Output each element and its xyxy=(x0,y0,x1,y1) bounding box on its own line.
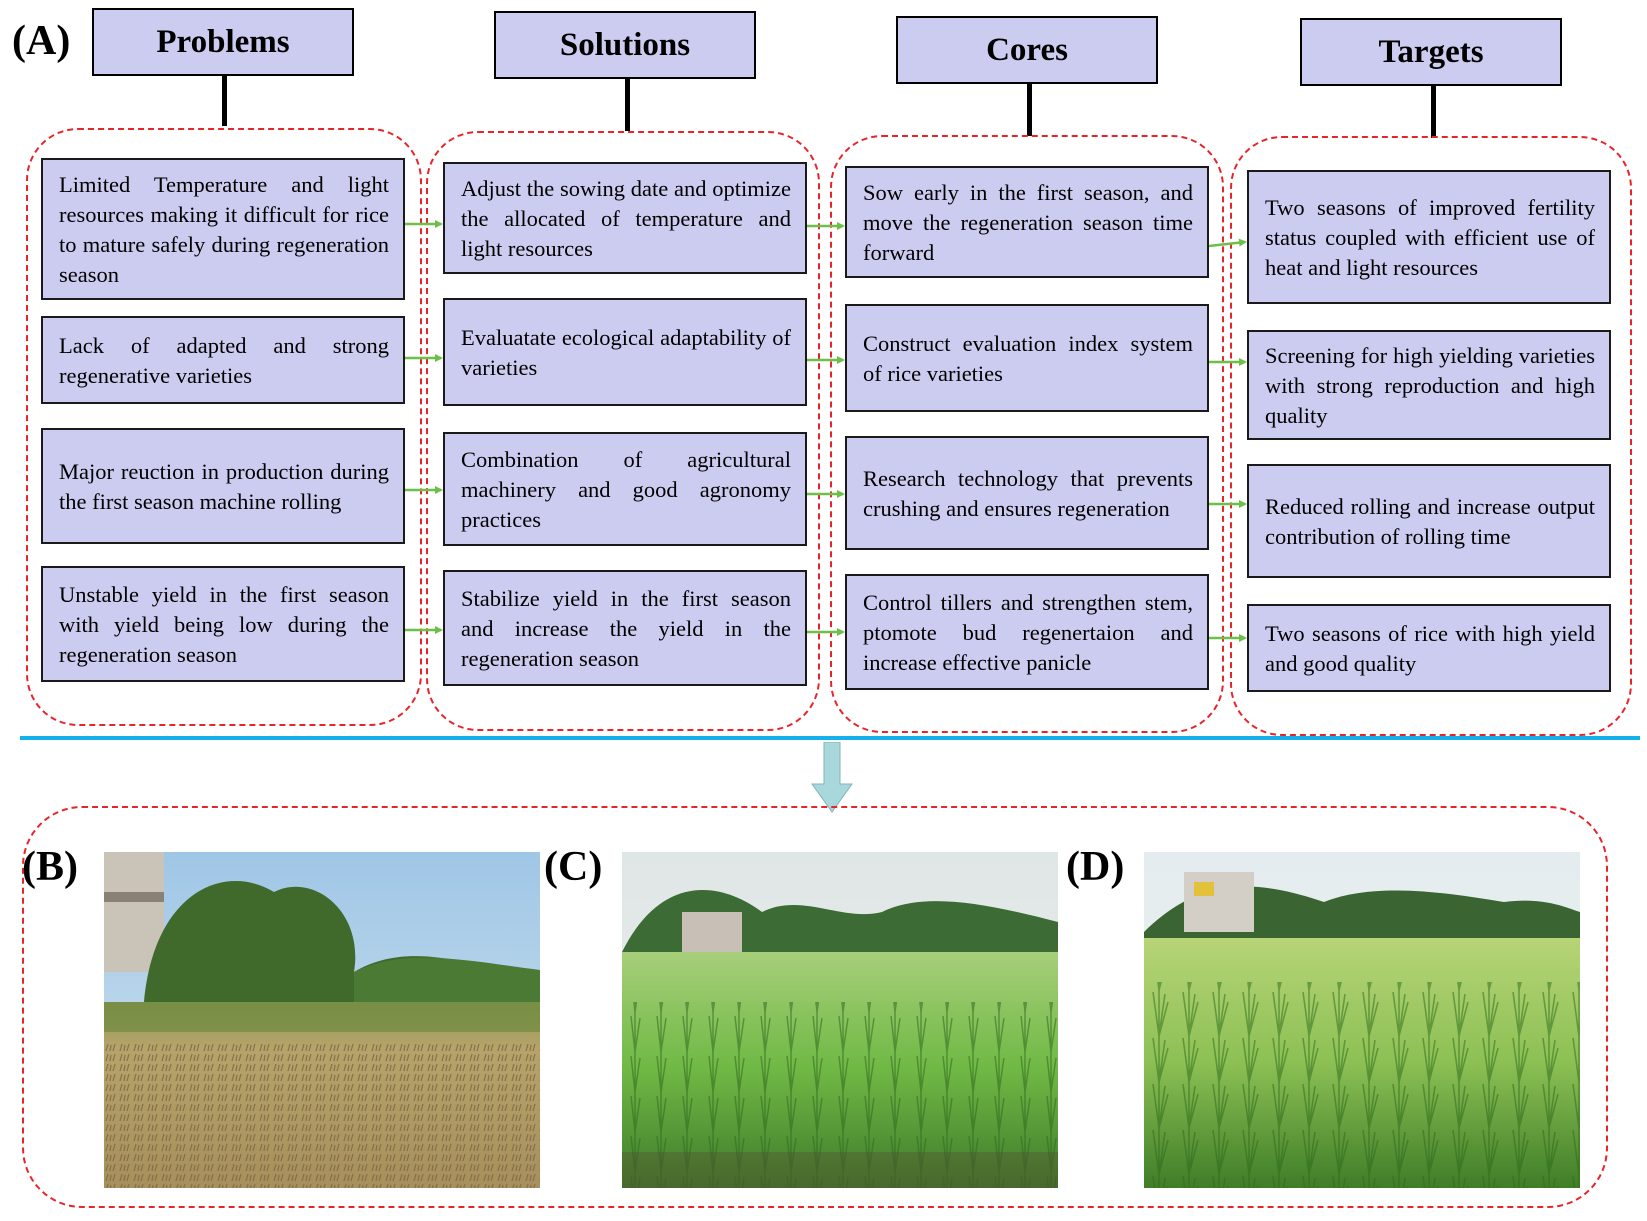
cores-group xyxy=(830,135,1224,733)
header-problems: Problems xyxy=(92,8,354,76)
panel-label-b: (B) xyxy=(22,844,78,890)
solution-box: Combination of agricultural machinery an… xyxy=(443,432,807,546)
solution-box: Evaluatate ecological adaptability of va… xyxy=(443,298,807,406)
header-cores: Cores xyxy=(896,16,1158,84)
problems-group xyxy=(26,128,422,726)
solutions-group xyxy=(426,131,820,731)
target-box: Reduced rolling and increase output cont… xyxy=(1247,464,1611,578)
problem-box: Unstable yield in the first season with … xyxy=(41,566,405,682)
header-connector xyxy=(1431,86,1436,138)
photo-stubble-field xyxy=(104,852,540,1188)
photo-mature-rice-field xyxy=(1144,852,1580,1188)
down-arrow xyxy=(811,742,853,813)
target-box: Screening for high yielding varieties wi… xyxy=(1247,330,1611,440)
header-connector xyxy=(1027,84,1032,136)
core-box: Sow early in the first season, and move … xyxy=(845,166,1209,278)
photo-group xyxy=(22,806,1608,1208)
header-targets: Targets xyxy=(1300,18,1562,86)
header-connector xyxy=(222,76,227,126)
core-box: Research technology that prevents crushi… xyxy=(845,436,1209,550)
target-box: Two seasons of improved fertility status… xyxy=(1247,170,1611,304)
section-divider xyxy=(20,736,1640,740)
core-box: Control tillers and strengthen stem, pto… xyxy=(845,574,1209,690)
panel-label-d: (D) xyxy=(1066,844,1125,890)
header-solutions: Solutions xyxy=(494,11,756,79)
panel-label-a: (A) xyxy=(12,18,71,64)
header-connector xyxy=(625,79,630,131)
photo-young-rice-field xyxy=(622,852,1058,1188)
problem-box: Major reuction in production during the … xyxy=(41,428,405,544)
core-box: Construct evaluation index system of ric… xyxy=(845,304,1209,412)
panel-label-c: (C) xyxy=(544,844,603,890)
targets-group xyxy=(1230,136,1632,736)
solution-box: Adjust the sowing date and optimize the … xyxy=(443,162,807,274)
problem-box: Limited Temperature and light resources … xyxy=(41,158,405,300)
problem-box: Lack of adapted and strong regenerative … xyxy=(41,316,405,404)
solution-box: Stabilize yield in the first season and … xyxy=(443,570,807,686)
target-box: Two seasons of rice with high yield and … xyxy=(1247,604,1611,692)
